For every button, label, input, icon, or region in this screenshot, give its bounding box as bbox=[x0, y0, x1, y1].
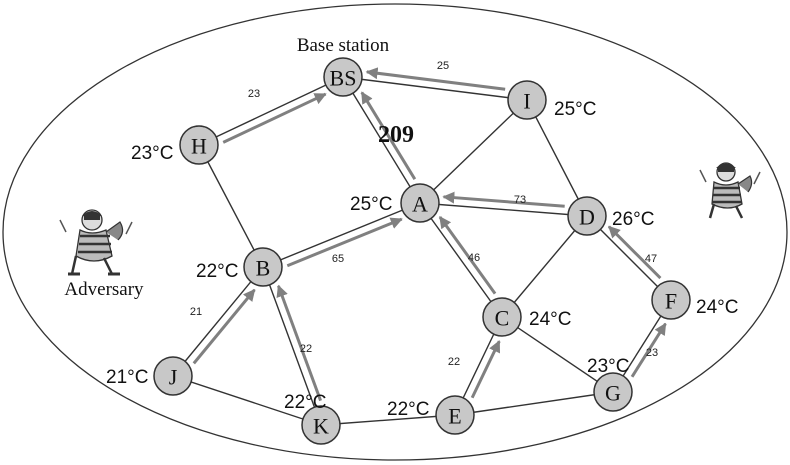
link-d-c bbox=[501, 215, 588, 318]
base-station-caption: Base station bbox=[297, 35, 390, 56]
link-bs-h bbox=[198, 76, 344, 146]
node-a: A 25°C bbox=[350, 183, 440, 223]
node-label: K bbox=[313, 414, 329, 439]
node-g: G 23°C bbox=[587, 356, 633, 412]
link-e-g bbox=[454, 391, 614, 416]
node-circle bbox=[435, 395, 475, 435]
flow-arrow-j-b bbox=[192, 288, 256, 365]
node-circle bbox=[507, 80, 547, 120]
flow-value-f-d: 47 bbox=[645, 253, 657, 265]
node-circle bbox=[651, 280, 691, 320]
link-c-g bbox=[501, 316, 614, 393]
adversary-caption: Adversary bbox=[64, 279, 144, 300]
node-label: D bbox=[579, 205, 595, 230]
adversary-icon bbox=[59, 209, 133, 276]
node-temperature: 21°C bbox=[106, 367, 148, 388]
flow-value-j-b: 21 bbox=[190, 306, 202, 318]
node-circle bbox=[179, 125, 219, 165]
node-temperature: 25°C bbox=[350, 194, 392, 215]
node-label: BS bbox=[330, 66, 357, 91]
flow-arrow-c-a bbox=[438, 216, 497, 295]
node-label: C bbox=[495, 306, 510, 331]
node-temperature: 22°C bbox=[196, 261, 238, 282]
node-c: C 24°C bbox=[482, 297, 571, 337]
link-bs-a bbox=[342, 76, 421, 204]
flow-arrow-a-bs bbox=[360, 91, 417, 180]
node-circle bbox=[593, 372, 633, 412]
flow-value-a-bs: 209 bbox=[378, 122, 414, 148]
node-temperature: 23°C bbox=[587, 356, 629, 377]
node-temperature: 25°C bbox=[554, 99, 596, 120]
nodes-layer: BS I 25°C H 23°C A 25°C D 26°C B 22°C C 24°C F 24°C J 21… bbox=[106, 57, 738, 445]
link-a-b bbox=[262, 202, 421, 268]
node-circle bbox=[243, 247, 283, 287]
link-d-f bbox=[586, 215, 672, 301]
node-temperature: 23°C bbox=[131, 143, 173, 164]
flow-arrow-h-bs bbox=[222, 92, 327, 144]
flow-value-e-c: 22 bbox=[448, 356, 460, 368]
node-circle bbox=[323, 57, 363, 97]
node-e: E 22°C bbox=[387, 395, 475, 435]
link-k-e bbox=[320, 414, 456, 426]
node-label: I bbox=[523, 89, 530, 114]
node-circle bbox=[567, 196, 607, 236]
node-label: F bbox=[665, 289, 677, 314]
node-f: F 24°C bbox=[651, 280, 738, 320]
node-label: A bbox=[412, 192, 428, 217]
link-b-k bbox=[262, 266, 322, 426]
node-h: H 23°C bbox=[131, 125, 219, 165]
node-bs: BS bbox=[323, 57, 363, 97]
flow-arrow-f-d bbox=[607, 225, 662, 280]
flow-arrow-e-c bbox=[470, 340, 501, 399]
flow-value-k-b: 22 bbox=[300, 343, 312, 355]
flow-arrow-b-a bbox=[286, 217, 403, 268]
flow-arrow-k-b bbox=[276, 284, 322, 402]
node-temperature: 26°C bbox=[612, 209, 654, 230]
flow-arrow-g-f bbox=[630, 322, 667, 378]
node-i: I 25°C bbox=[507, 80, 596, 120]
flow-value-i-bs: 25 bbox=[437, 60, 449, 72]
flow-value-b-a: 65 bbox=[332, 253, 344, 265]
link-i-a bbox=[419, 99, 528, 204]
node-temperature: 22°C bbox=[387, 399, 429, 420]
link-j-k bbox=[172, 375, 322, 426]
node-circle bbox=[153, 356, 193, 396]
node-circle bbox=[400, 183, 440, 223]
node-d: D 26°C bbox=[567, 196, 654, 236]
flows-layer: 25 23 209 73 65 46 47 21 22 22 23 bbox=[190, 60, 667, 402]
flow-value-c-a: 46 bbox=[468, 252, 480, 264]
network-boundary bbox=[2, 3, 788, 461]
node-label: H bbox=[191, 134, 207, 159]
node-temperature: 24°C bbox=[696, 297, 738, 318]
flow-value-g-f: 23 bbox=[646, 347, 658, 359]
link-b-j bbox=[172, 266, 264, 377]
node-k: K22°C bbox=[284, 392, 341, 445]
link-bs-i bbox=[342, 76, 528, 101]
node-label: G bbox=[605, 381, 621, 406]
node-circle bbox=[301, 405, 341, 445]
node-temperature: 24°C bbox=[529, 309, 571, 330]
link-a-d bbox=[419, 202, 588, 217]
node-label: E bbox=[448, 404, 461, 429]
flow-value-d-a: 73 bbox=[514, 194, 526, 206]
link-h-b bbox=[198, 144, 264, 268]
node-circle bbox=[482, 297, 522, 337]
node-label: B bbox=[256, 256, 271, 281]
node-temperature: 22°C bbox=[284, 392, 326, 413]
link-i-d bbox=[526, 99, 588, 217]
adversary-icon bbox=[699, 162, 761, 219]
flow-arrow-d-a bbox=[442, 191, 565, 208]
node-b: B 22°C bbox=[196, 247, 283, 287]
flow-arrow-i-bs bbox=[365, 67, 506, 91]
links-layer bbox=[172, 76, 672, 426]
node-j: J 21°C bbox=[106, 356, 193, 396]
link-a-c bbox=[419, 202, 503, 318]
node-label: J bbox=[169, 365, 178, 390]
flow-value-h-bs: 23 bbox=[248, 88, 260, 100]
